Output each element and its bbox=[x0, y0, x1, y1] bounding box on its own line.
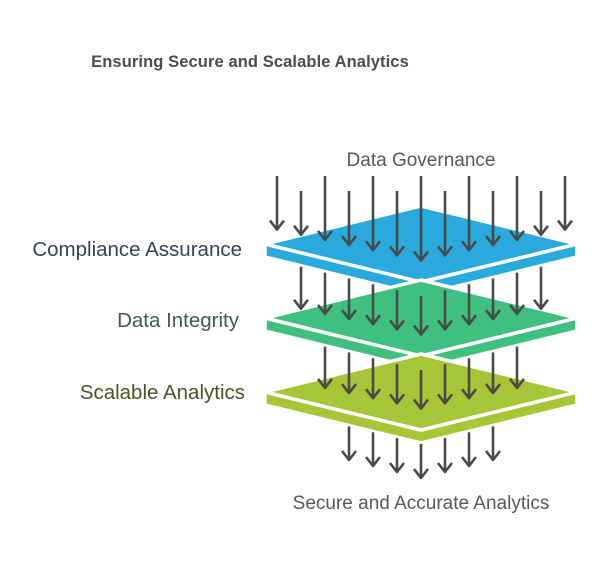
flow-arrow bbox=[364, 284, 382, 326]
diagram-title: Ensuring Secure and Scalable Analytics bbox=[91, 53, 409, 71]
flow-arrow bbox=[508, 272, 526, 316]
flow-arrow bbox=[436, 438, 454, 474]
flow-arrow bbox=[484, 352, 502, 395]
data-integrity-label: Data Integrity bbox=[117, 309, 239, 332]
flow-arrow bbox=[340, 426, 358, 462]
flow-arrow bbox=[412, 444, 430, 480]
flow-arrow bbox=[388, 290, 406, 331]
flow-arrow bbox=[340, 191, 358, 247]
arrows-scalable-to-output bbox=[340, 426, 502, 480]
flow-arrow bbox=[316, 176, 334, 242]
flow-arrow bbox=[412, 296, 430, 336]
flow-arrow bbox=[316, 272, 334, 316]
flow-arrow bbox=[412, 176, 430, 262]
flow-arrow bbox=[532, 191, 550, 237]
arrows-compliance-to-integrity bbox=[292, 266, 550, 336]
flow-arrow bbox=[436, 191, 454, 257]
flow-arrow bbox=[364, 358, 382, 400]
flow-arrow bbox=[460, 432, 478, 468]
flow-arrow bbox=[292, 266, 310, 311]
flow-arrow bbox=[436, 290, 454, 331]
flow-arrow bbox=[340, 352, 358, 395]
data-governance-label: Data Governance bbox=[346, 150, 496, 171]
flow-arrow bbox=[316, 346, 334, 390]
arrows-governance-to-compliance bbox=[268, 176, 574, 262]
compliance-assurance-label: Compliance Assurance bbox=[32, 238, 242, 261]
flow-arrow bbox=[268, 176, 286, 231]
flow-arrow bbox=[508, 176, 526, 242]
flow-arrow bbox=[460, 284, 478, 326]
flow-arrow bbox=[388, 191, 406, 257]
flow-arrow bbox=[484, 191, 502, 247]
flow-arrow bbox=[364, 432, 382, 468]
flow-arrow bbox=[292, 191, 310, 237]
flow-arrow bbox=[460, 176, 478, 252]
secure-accurate-analytics-label: Secure and Accurate Analytics bbox=[292, 493, 550, 514]
flow-arrow bbox=[532, 266, 550, 311]
flow-arrow bbox=[364, 176, 382, 252]
flow-arrow bbox=[436, 364, 454, 405]
flow-arrow bbox=[412, 370, 430, 410]
flow-arrow bbox=[508, 346, 526, 390]
scalable-analytics-label: Scalable Analytics bbox=[79, 381, 245, 404]
flow-arrow bbox=[556, 176, 574, 231]
arrows-integrity-to-scalable bbox=[316, 346, 526, 410]
flow-arrow bbox=[388, 364, 406, 405]
flow-arrow bbox=[484, 426, 502, 462]
flow-arrow bbox=[460, 358, 478, 400]
flow-arrow bbox=[484, 278, 502, 321]
flow-arrow bbox=[388, 438, 406, 474]
flow-arrow bbox=[340, 278, 358, 321]
